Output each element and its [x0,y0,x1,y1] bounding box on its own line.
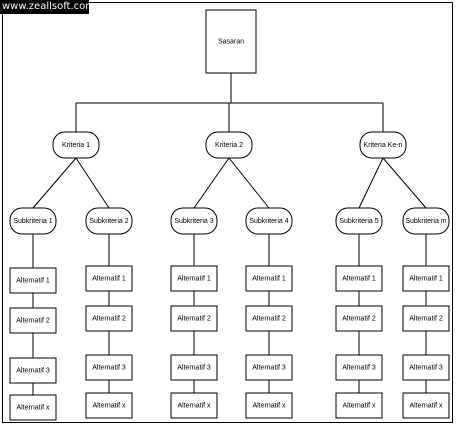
subcriteria-node [335,207,383,235]
alternative-node [85,305,133,332]
alternative-node [9,307,57,334]
alternative-node [170,265,218,292]
alternative-node-label: Alternatif 3 [92,364,126,371]
alternative-node [335,354,383,381]
alternative-node-label: Alternatif 3 [16,367,50,374]
subcriteria-node-label: Subkriteria 2 [89,218,128,225]
alternative-node [245,354,293,381]
alternative-node [85,392,133,419]
alternative-node [335,305,383,332]
alternative-node [170,305,218,332]
criteria-node [359,131,407,159]
alternative-node [170,392,218,419]
alternative-node-label: Alternatif x [177,402,211,409]
alternative-node-label: Alternatif 1 [177,275,211,282]
alternative-node [335,265,383,292]
alternative-node [245,392,293,419]
criteria-node-label: Kriteria Ke-n [364,142,403,149]
alternative-node [85,354,133,381]
alternative-node-label: Alternatif 1 [252,275,286,282]
alternative-node [402,305,450,332]
criteria-node-label: Kriteria 2 [215,142,243,149]
subcriteria-node [9,207,57,235]
alternative-node-label: Alternatif x [342,402,376,409]
subcriteria-node-label: Subkriteria 5 [339,218,378,225]
watermark: www.zeallsoft.com [0,0,89,14]
subcriteria-node [170,207,218,235]
connector-line [358,157,384,209]
alternative-node-label: Alternatif x [409,402,443,409]
root-node-box [205,9,257,74]
subcriteria-node-label: Subkriteria 4 [249,218,288,225]
alternative-node [170,354,218,381]
subcriteria-node-label: Subkriteria 3 [174,218,213,225]
subcriteria-node-label: Subkriteria m [405,218,446,225]
alternative-node [245,265,293,292]
alternative-node [335,392,383,419]
criteria-node [205,131,253,159]
subcriteria-node [85,207,133,235]
subcriteria-node [245,207,293,235]
alternative-node-label: Alternatif 2 [252,315,286,322]
connector-line [382,157,427,209]
alternative-node [9,267,57,294]
alternative-node [85,265,133,292]
alternative-node-label: Alternatif 3 [177,364,211,371]
subcriteria-node-label: Subkriteria 1 [13,218,52,225]
alternative-node-label: Alternatif x [92,402,126,409]
alternative-node-label: Alternatif x [16,404,50,411]
alternative-node-label: Alternatif 1 [16,277,50,284]
alternative-node-label: Alternatif 3 [409,364,443,371]
criteria-node [52,131,100,159]
connector-line [75,157,110,209]
alternative-node [9,394,57,421]
alternative-node-label: Alternatif 1 [409,275,443,282]
alternative-node-label: Alternatif 2 [177,315,211,322]
alternative-node-label: Alternatif 1 [92,275,126,282]
root-node-label: Sasaran [218,38,244,45]
alternative-node [402,354,450,381]
connector-line [228,157,270,209]
alternative-node [245,305,293,332]
alternative-node-label: Alternatif 3 [252,364,286,371]
diagram-frame [2,2,453,423]
alternative-node-label: Alternatif x [252,402,286,409]
alternative-node-label: Alternatif 2 [16,317,50,324]
alternative-node-label: Alternatif 3 [342,364,376,371]
alternative-node-label: Alternatif 2 [92,315,126,322]
alternative-node-label: Alternatif 2 [342,315,376,322]
connector-line [32,157,77,209]
connector-line [193,157,230,209]
alternative-node [9,357,57,384]
subcriteria-node [402,207,450,235]
alternative-node-label: Alternatif 1 [342,275,376,282]
alternative-node-label: Alternatif 2 [409,315,443,322]
alternative-node [402,265,450,292]
alternative-node [402,392,450,419]
criteria-node-label: Kriteria 1 [62,142,90,149]
